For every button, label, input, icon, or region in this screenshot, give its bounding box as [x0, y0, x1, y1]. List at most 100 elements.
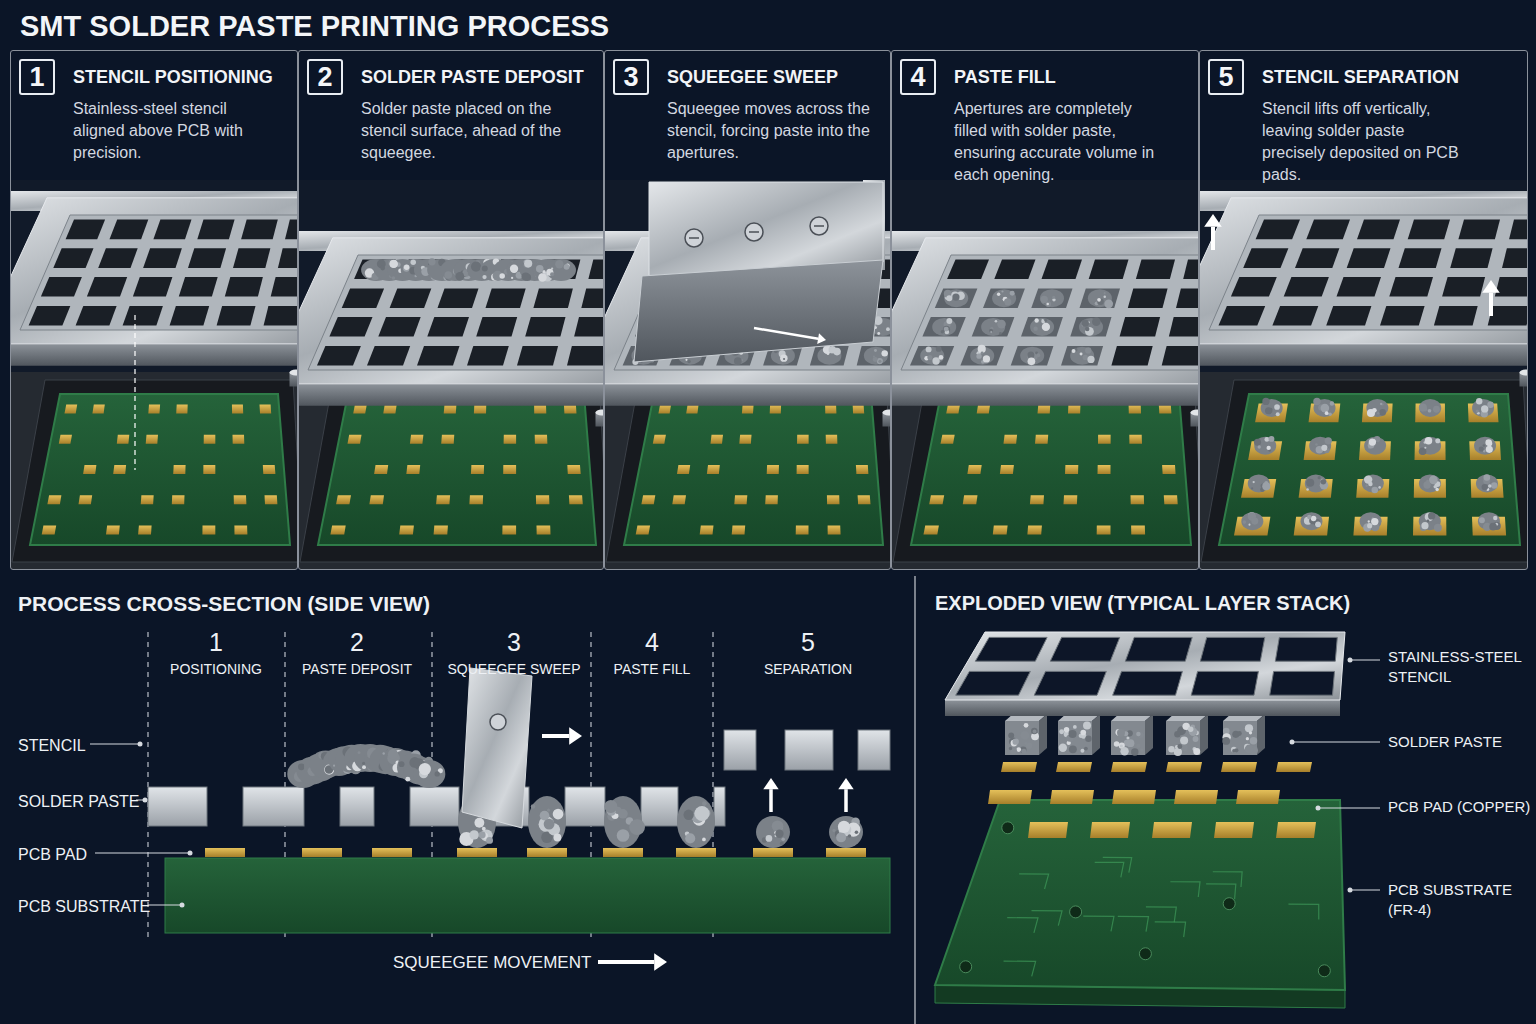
paste-grain: [404, 265, 409, 270]
paste-grain: [1489, 523, 1497, 531]
paste-grain: [1482, 484, 1488, 490]
mounting-hole: [960, 961, 972, 973]
paste-grain: [877, 332, 880, 335]
stencil-aperture: [1042, 260, 1083, 280]
leader-dot: [143, 798, 148, 803]
copper-pad: [929, 495, 944, 504]
paste-grain: [836, 832, 846, 842]
copper-pad: [1162, 465, 1176, 474]
paste-grain: [380, 266, 385, 271]
paste-grain: [997, 293, 1000, 296]
paste-grain: [1034, 318, 1038, 322]
copper-pad: [767, 465, 779, 474]
paste-grain: [474, 818, 484, 828]
paste-grain: [544, 819, 555, 830]
paste-grain: [510, 265, 518, 273]
paste-grain: [1325, 411, 1329, 415]
copper-pad: [1166, 762, 1202, 772]
copper-pad: [117, 435, 130, 444]
stencil-aperture: [1272, 306, 1318, 326]
screw-head: [745, 223, 763, 241]
paste-grain: [1371, 518, 1378, 525]
copper-pad: [434, 525, 448, 534]
circuit-trace: [1170, 882, 1200, 897]
paste-grain: [927, 355, 932, 360]
panel-illustration: [1200, 180, 1527, 569]
copper-pad: [138, 525, 152, 534]
copper-pad: [65, 405, 78, 414]
step-heading: PASTE FILL: [954, 67, 1056, 88]
paste-grain: [1265, 407, 1272, 414]
paste-grain: [1321, 404, 1330, 413]
paste-grain: [1059, 729, 1064, 734]
copper-pad: [858, 495, 871, 504]
stencil-aperture: [66, 220, 106, 240]
motion-arrow: [1211, 227, 1215, 250]
step-description: Stencil lifts off vertically, leaving so…: [1262, 98, 1467, 186]
paste-grain: [1321, 445, 1327, 451]
step-number: 2: [309, 61, 341, 93]
copper-pad: [374, 465, 388, 474]
paste-grain: [1188, 726, 1193, 731]
stencil-aperture: [1357, 220, 1400, 240]
paste-grain: [1180, 736, 1188, 744]
step-number: 4: [902, 61, 934, 93]
paste-grain: [1306, 479, 1314, 487]
copper-pad: [1038, 405, 1051, 414]
copper-pad: [1129, 405, 1141, 414]
exploded-view: [935, 632, 1380, 1008]
copper-pad: [700, 525, 714, 534]
copper-pad: [204, 435, 216, 444]
paste-grain: [886, 327, 890, 331]
arrow-head: [1482, 280, 1500, 293]
paste-grain: [1264, 437, 1269, 442]
copper-pad: [569, 495, 583, 504]
stencil-aperture: [1347, 248, 1391, 268]
stencil-aperture: [342, 288, 384, 308]
paste-grain: [1253, 481, 1255, 483]
stencil-frame-edge: [1200, 344, 1527, 366]
paste-grain: [1052, 296, 1055, 299]
copper-pad: [1001, 762, 1037, 772]
layer-label: PCB PAD: [18, 844, 148, 865]
paste-grain: [482, 265, 488, 271]
paste-grain: [604, 800, 617, 813]
stencil-frame-edge: [605, 384, 890, 406]
leader-dot: [1348, 888, 1353, 893]
stencil-aperture: [1434, 306, 1478, 326]
paste-grain: [1004, 298, 1011, 305]
stencil-aperture: [29, 306, 71, 326]
copper-pad: [399, 525, 414, 534]
paste-grain: [1315, 443, 1318, 446]
copper-pad: [537, 525, 551, 534]
paste-grain: [1380, 403, 1382, 405]
machine-base: [1200, 372, 1527, 569]
step-number-box: 1: [19, 59, 55, 95]
solder-paste: [1419, 437, 1441, 455]
circuit-trace: [1007, 918, 1038, 933]
callout-number: 4: [582, 626, 722, 659]
stencil-frame-edge: [892, 384, 1198, 406]
paste-grain: [1262, 398, 1269, 405]
copper-pad: [457, 848, 497, 857]
paste-grain: [1325, 437, 1332, 444]
pcb-board: [911, 394, 1191, 545]
paste-grain: [1085, 327, 1090, 332]
stencil-segment: [858, 730, 890, 770]
paste-grain: [388, 749, 398, 759]
squeegee-blade: [462, 668, 532, 828]
paste-grain: [999, 332, 1002, 335]
solder-paste: [1030, 318, 1054, 336]
stencil-aperture: [329, 317, 372, 337]
paste-grain: [1421, 450, 1426, 455]
stencil-aperture: [53, 248, 93, 268]
paste-grain: [1026, 743, 1032, 749]
paste-grain: [1311, 516, 1317, 522]
paste-grain: [1072, 349, 1076, 353]
pcb-board: [1219, 394, 1520, 545]
paste-grain: [550, 272, 554, 276]
screw-slot: [689, 237, 699, 239]
paste-grain: [1419, 447, 1427, 455]
step-number-box: 3: [613, 59, 649, 95]
paste-grain: [1363, 523, 1371, 531]
